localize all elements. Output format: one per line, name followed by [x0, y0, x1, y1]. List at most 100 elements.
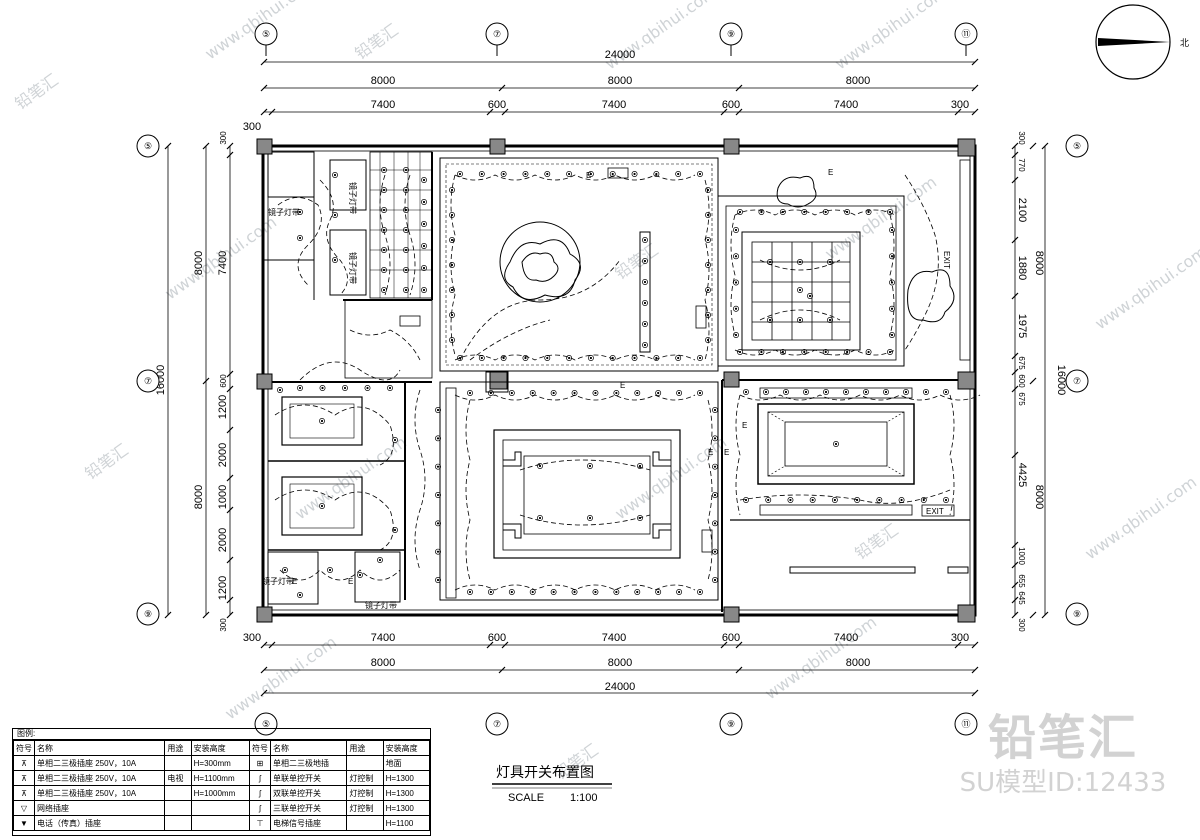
dim-bay-bottom-3: 8000	[846, 657, 870, 669]
downlight-icon	[449, 312, 455, 318]
downlight-icon	[566, 355, 573, 361]
downlight-icon	[381, 227, 387, 233]
dim-left-bay-1: 8000	[193, 251, 205, 275]
mirror-light-label-5: 镜子灯带	[268, 207, 300, 217]
dimension-texts: 24000 8000 8000 8000 300 7400 600 7400 6…	[155, 49, 1067, 693]
downlight-icon	[822, 349, 829, 355]
downlight-icon	[697, 355, 703, 361]
downlight-icon	[634, 589, 641, 595]
legend-col-name: 名称	[33, 740, 166, 756]
downlight-icon	[449, 262, 455, 268]
downlight-icon	[319, 385, 326, 391]
dimension-ticks	[164, 58, 1049, 697]
dim-right-bay-2: 8000	[1033, 485, 1045, 509]
downlight-icon	[797, 317, 803, 323]
dim-bay-top-1: 8000	[371, 75, 395, 87]
legend-col-height: 安装高度	[190, 740, 250, 756]
svg-text:⑨: ⑨	[727, 719, 735, 729]
downlight-icon	[675, 171, 682, 177]
downlight-icon	[779, 349, 786, 355]
downlight-icon	[487, 589, 494, 595]
downlight-icon	[592, 589, 599, 595]
emergency-light-4: E	[708, 448, 713, 457]
socket-symbol-icon: ⊼	[13, 770, 35, 786]
triple-switch-icon: ʃ	[248, 800, 271, 816]
downlight-icon	[421, 221, 427, 227]
downlight-icon	[478, 171, 485, 177]
downlight-icon	[449, 337, 455, 343]
dim-left-sub-3: 600	[219, 374, 228, 388]
downlight-icon	[712, 548, 718, 555]
dim-sub-bottom-7: 300	[951, 632, 969, 644]
downlight-icon	[403, 247, 409, 253]
downlight-icon	[783, 389, 789, 395]
downlight-icon	[779, 209, 786, 215]
mirror-light-label-3: 镜子灯带	[348, 182, 358, 214]
drawing-title: 灯具开关布置图	[496, 764, 594, 780]
downlight-icon	[843, 389, 849, 395]
downlight-icon	[631, 171, 638, 177]
tile-grid	[370, 152, 432, 298]
network-socket-icon: ▽	[13, 800, 35, 816]
downlight-icon	[655, 589, 662, 595]
svg-text:⑦: ⑦	[1073, 376, 1081, 386]
legend-row: ⊼ 单相二三极插座 250V，10A H=1000mm ʃ 双联单控开关 灯控制…	[13, 785, 431, 801]
downlight-icon	[637, 463, 643, 469]
downlight-icon	[449, 187, 455, 193]
downlight-icon	[435, 407, 441, 413]
dim-left-sub-8: 1200	[217, 576, 229, 600]
downlight-icon	[297, 209, 303, 215]
downlight-icon	[500, 355, 507, 361]
light-fixtures	[277, 167, 949, 598]
downlight-icon	[592, 390, 599, 396]
downlight-icon	[801, 209, 808, 215]
double-switch-icon: ʃ	[248, 785, 271, 801]
emergency-light-3: E	[620, 381, 625, 390]
legend-col-use: 用途	[164, 740, 192, 756]
elevator-signal-icon: ⊤	[248, 815, 271, 831]
ceiling-areas	[281, 152, 971, 601]
downlight-icon	[642, 279, 648, 285]
svg-text:⑨: ⑨	[1073, 609, 1081, 619]
watermark-text: www.qbihui.com	[291, 432, 410, 523]
downlight-icon	[763, 389, 769, 395]
downlight-icon	[381, 287, 387, 293]
dim-right-sub-3: 2100	[1016, 198, 1028, 222]
downlight-icon	[863, 389, 869, 395]
single-switch-icon: ʃ	[248, 770, 271, 786]
downlight-icon	[403, 207, 409, 213]
legend-row: ⊼ 单相二三极插座 250V，10A 电视 H=1100mm ʃ 单联单控开关 …	[13, 770, 431, 786]
downlight-icon	[421, 265, 427, 271]
plan-labels: EXIT EXIT E E E E E E E E 镜子灯带 镜子灯带 镜子灯带…	[262, 168, 955, 610]
downlight-icon	[319, 503, 325, 509]
downlight-icon	[435, 492, 441, 498]
dim-right-sub-1: 300	[1017, 131, 1026, 145]
dim-right-sub-13: 300	[1017, 618, 1026, 632]
dim-sub-top-7: 300	[951, 99, 969, 111]
downlight-icon	[571, 589, 578, 595]
emergency-light-1: E	[586, 171, 591, 180]
downlight-icon	[876, 497, 883, 503]
downlight-icon	[743, 497, 749, 503]
drawing-title-block: 灯具开关布置图 SCALE 1:100	[492, 764, 612, 804]
downlight-icon	[297, 235, 303, 241]
downlight-icon	[653, 171, 660, 177]
watermark-text: www.qbihui.com	[221, 632, 340, 723]
dim-right-sub-12: 645	[1017, 591, 1026, 605]
downlight-icon	[801, 349, 808, 355]
downlight-icon	[435, 548, 441, 555]
scale-value: 1:100	[570, 792, 598, 804]
downlight-icon	[705, 237, 711, 243]
axis-bubble-top-1: ⑤	[254, 22, 278, 56]
floor-socket-icon: ⊞	[248, 755, 271, 771]
downlight-icon	[943, 389, 949, 395]
downlight-icon	[865, 209, 872, 215]
downlight-icon	[403, 187, 409, 193]
dim-right-sub-2: 770	[1017, 158, 1026, 172]
watermark-text: 铅笔汇	[11, 70, 61, 113]
dim-sub-bottom-3: 600	[488, 632, 506, 644]
downlight-icon	[421, 199, 427, 205]
downlight-icon	[342, 385, 348, 391]
cloud-motif-right	[776, 175, 955, 323]
axis-bubble-left-1: ⑤	[136, 134, 160, 158]
